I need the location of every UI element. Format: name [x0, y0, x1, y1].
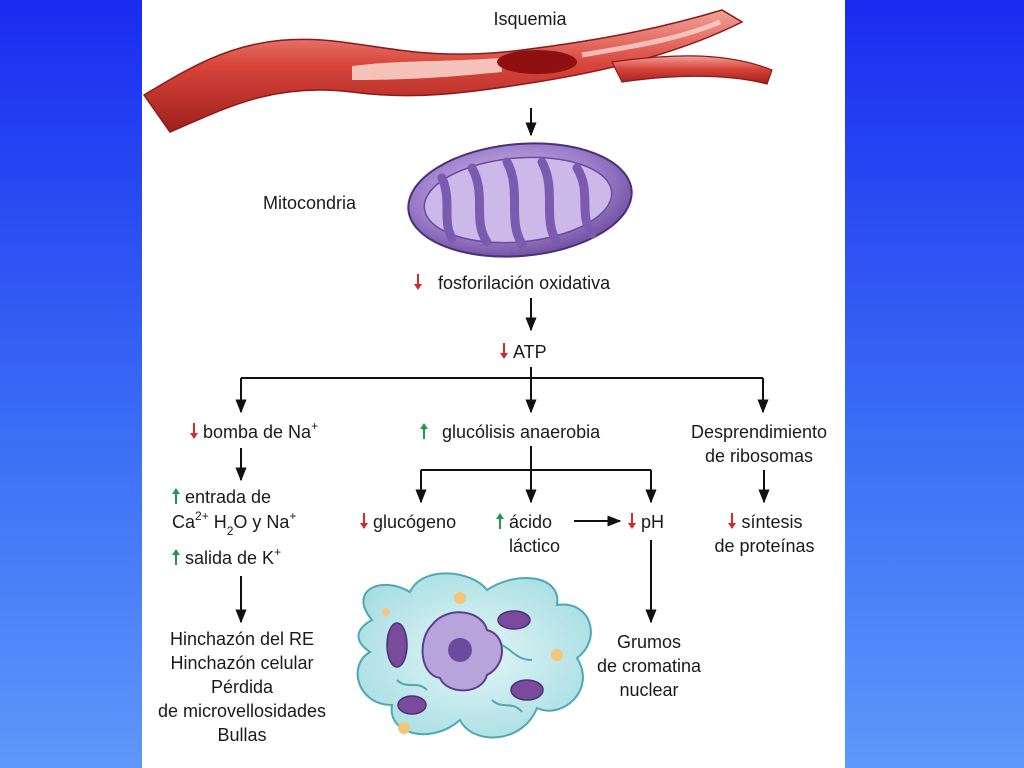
red-down-arrow-icon	[726, 512, 738, 530]
label-entrada: entrada de Ca2+ H2O y Na+	[170, 487, 297, 538]
label-isquemia: Isquemia	[493, 9, 567, 29]
label-mitocondria: Mitocondria	[263, 193, 357, 213]
label-ph: pH	[626, 511, 664, 533]
red-down-arrow-icon	[498, 342, 510, 360]
red-down-arrow-icon	[358, 512, 370, 530]
label-acido-lactico: ácido láctico	[494, 511, 560, 557]
label-bomba-sodio: bomba de Na+	[188, 420, 318, 443]
red-down-arrow-icon	[412, 273, 424, 291]
cell-illustration	[356, 572, 592, 739]
label-grumos-cromatina: Grumos de cromatina nuclear	[596, 632, 702, 700]
red-down-arrow-icon	[626, 512, 638, 530]
green-up-arrow-icon	[170, 548, 182, 566]
connector-lines	[235, 108, 770, 624]
green-up-arrow-icon	[170, 487, 182, 505]
label-sintesis: síntesis de proteínas	[714, 512, 815, 556]
slide-panel: Isquemia Mitocondria fosforilación oxida…	[142, 0, 845, 768]
ischemia-diagram	[142, 9, 773, 739]
label-desprendimiento: Desprendimiento de ribosomas	[690, 422, 828, 466]
mitochondrion-illustration	[407, 142, 633, 258]
red-down-arrow-icon	[188, 422, 200, 440]
label-fosforilacion: fosforilación oxidativa	[412, 272, 610, 294]
label-glucolisis: glucólisis anaerobia	[418, 421, 600, 443]
label-atp: ATP	[498, 341, 547, 363]
label-salida-potasio: salida de K+	[170, 546, 281, 569]
blood-vessel-illustration	[142, 9, 773, 133]
label-consecuencias: Hinchazón del RE Hinchazón celular Pérdi…	[157, 629, 327, 745]
green-up-arrow-icon	[494, 512, 506, 530]
green-up-arrow-icon	[418, 422, 430, 440]
label-glucogeno: glucógeno	[358, 511, 456, 533]
